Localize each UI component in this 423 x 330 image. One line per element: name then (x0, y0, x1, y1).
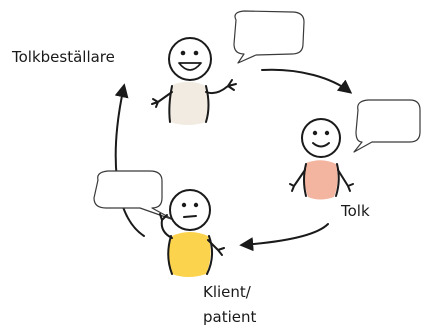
right-eye (193, 202, 199, 208)
left-arm-to-head (159, 213, 173, 239)
left-arm (151, 91, 173, 108)
role-label-tolkbestallare: Tolkbeställare (11, 48, 115, 66)
left-arm (289, 169, 306, 192)
right-eye (324, 130, 330, 136)
left-eye (312, 130, 318, 136)
right-arm (205, 79, 237, 95)
role-label-klient-line-1: Klient/ (203, 283, 252, 301)
head (168, 37, 212, 81)
speech-bubble-empty (233, 10, 305, 64)
arrow-interpreter-to-client (239, 223, 329, 252)
left-eye (181, 202, 187, 208)
head (301, 118, 341, 158)
neutral-mouth (183, 215, 197, 218)
arrow-client-to-orderer (114, 83, 145, 237)
head (169, 189, 211, 231)
big-smile-mouth (178, 62, 202, 71)
figure-klient: Klient/ patient (93, 170, 256, 326)
figure-tolkbestallare: Tolkbeställare (11, 10, 305, 125)
role-label-klient-line-2: patient (203, 308, 256, 326)
speech-bubble-empty (93, 170, 175, 221)
right-arm (337, 169, 354, 192)
body-outline (167, 235, 213, 275)
body (168, 81, 208, 125)
role-label-tolk: Tolk (340, 202, 370, 220)
figure-tolk: Tolk (289, 99, 421, 220)
arrow-orderer-to-interpreter (261, 68, 353, 94)
left-eye (180, 50, 186, 56)
body (304, 160, 338, 200)
right-eye (193, 50, 199, 56)
body-outline (168, 85, 210, 123)
speech-bubble-empty (353, 99, 421, 153)
right-arm (207, 239, 225, 256)
smile-mouth (312, 142, 330, 148)
body (168, 232, 211, 277)
body-outline (303, 163, 340, 197)
